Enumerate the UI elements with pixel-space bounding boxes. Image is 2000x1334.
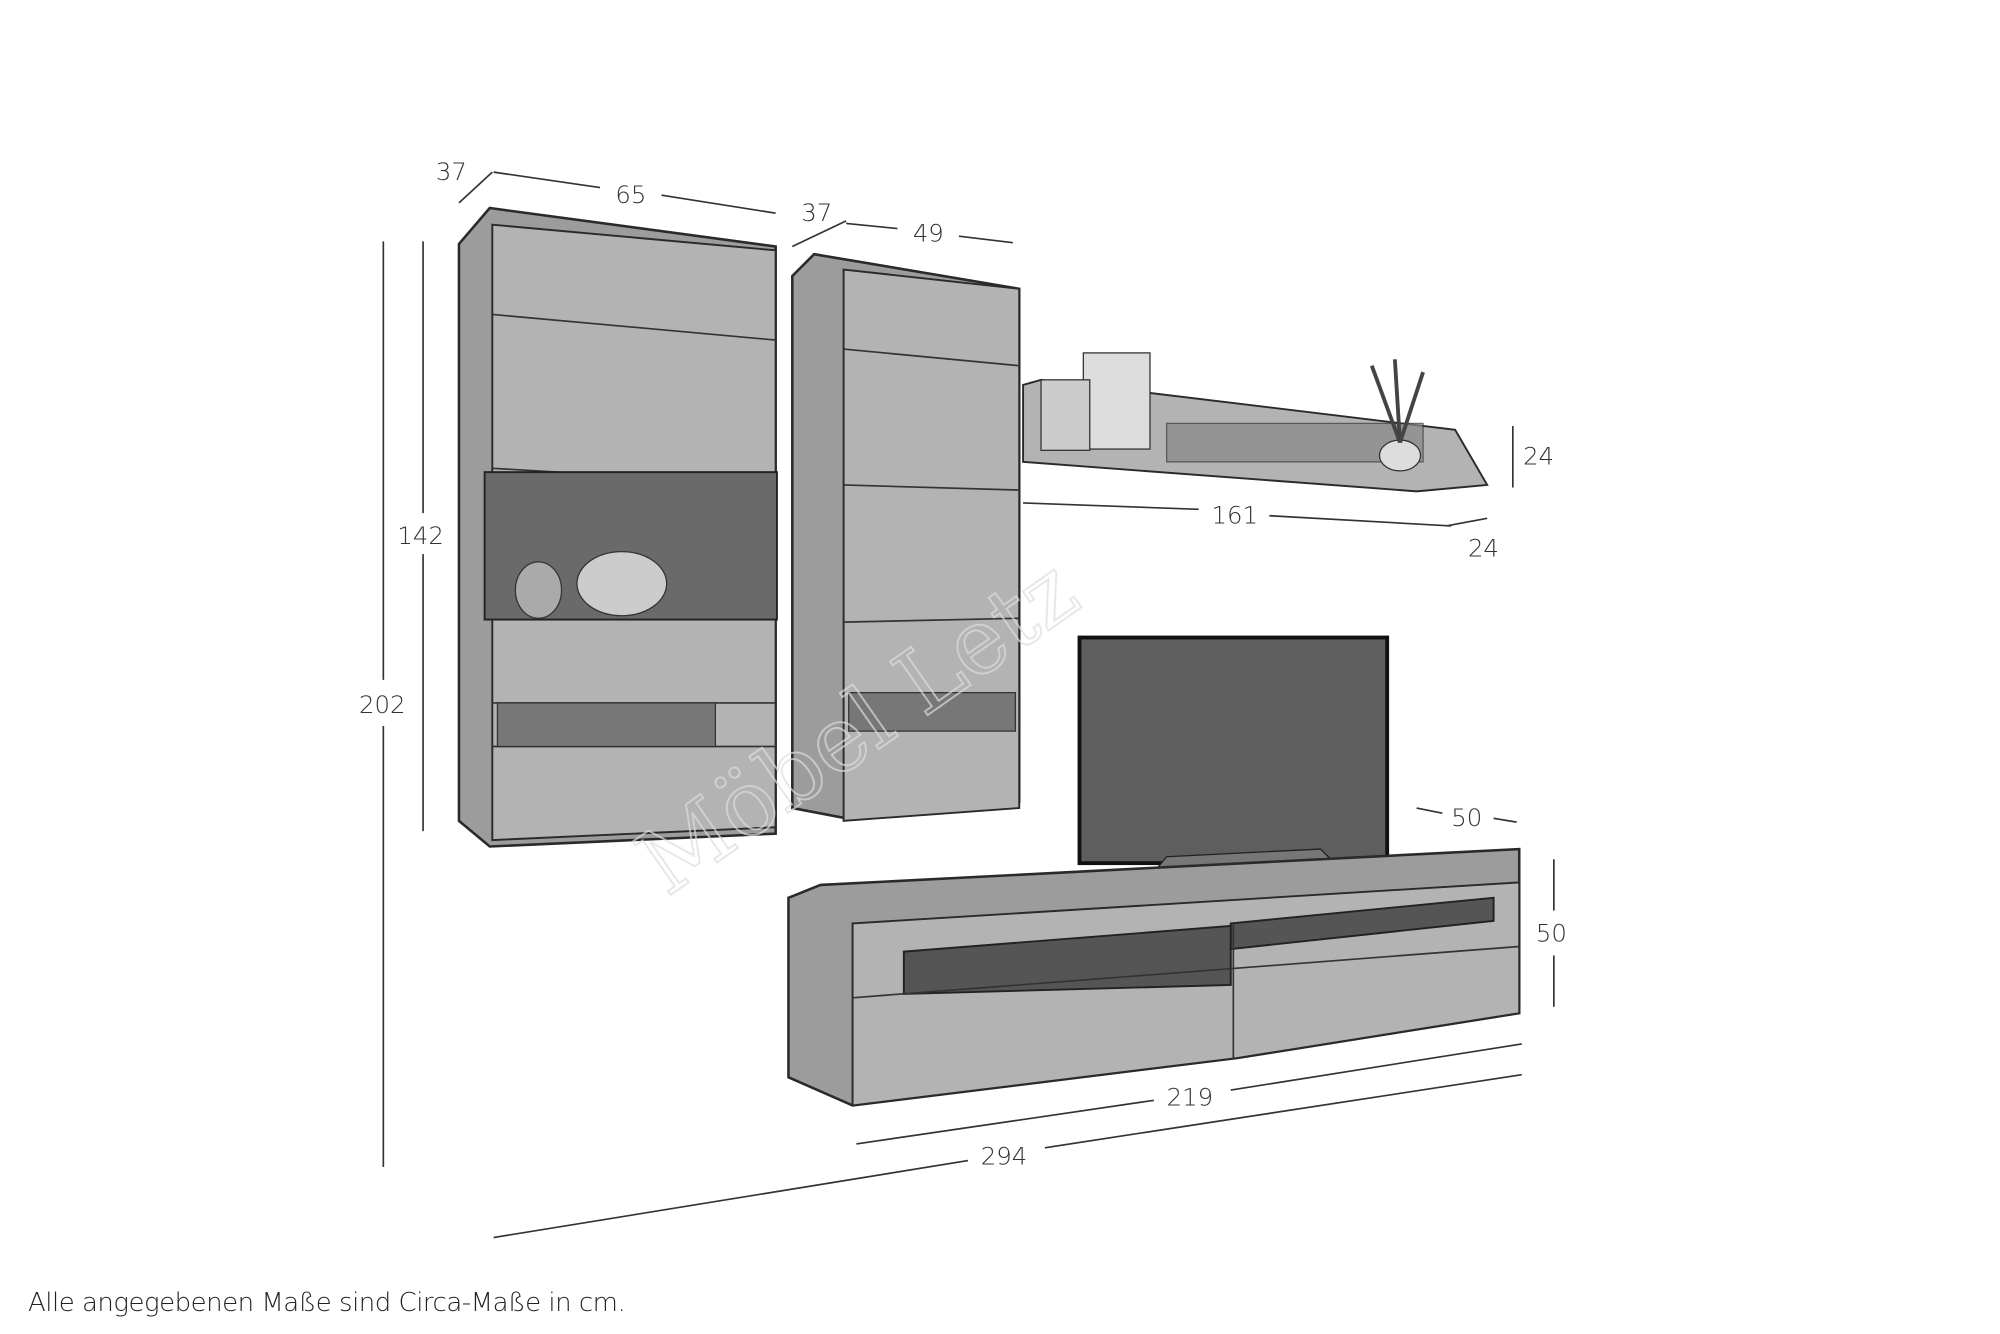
vitrine-width-label: 65 bbox=[615, 180, 646, 209]
tall-cabinet bbox=[791, 252, 1021, 822]
shelf-width-label: 161 bbox=[1212, 500, 1258, 529]
vitrine-cabinet bbox=[457, 206, 778, 848]
television bbox=[1077, 635, 1390, 873]
vitrine-depth-label: 37 bbox=[436, 157, 467, 186]
shelf-height-label: 24 bbox=[1523, 441, 1554, 470]
wall-shelf bbox=[1022, 352, 1489, 493]
wall-height-label: 142 bbox=[397, 521, 443, 550]
lowboard-width-label: 219 bbox=[1167, 1082, 1213, 1111]
dimension-lines bbox=[382, 171, 1555, 1239]
lowboard-height-label: 50 bbox=[1536, 918, 1567, 947]
total-width-label: 294 bbox=[981, 1141, 1027, 1170]
lowboard-depth-label: 50 bbox=[1451, 803, 1482, 832]
shelf-depth-label: 24 bbox=[1468, 534, 1499, 563]
lowboard bbox=[787, 847, 1521, 1107]
cabinet-width-label: 49 bbox=[913, 218, 944, 247]
total-height-label: 202 bbox=[359, 690, 405, 719]
cabinet-depth-label: 37 bbox=[801, 198, 832, 227]
footnote: Alle angegebenen Maße sind Circa-Maße in… bbox=[28, 1288, 626, 1318]
